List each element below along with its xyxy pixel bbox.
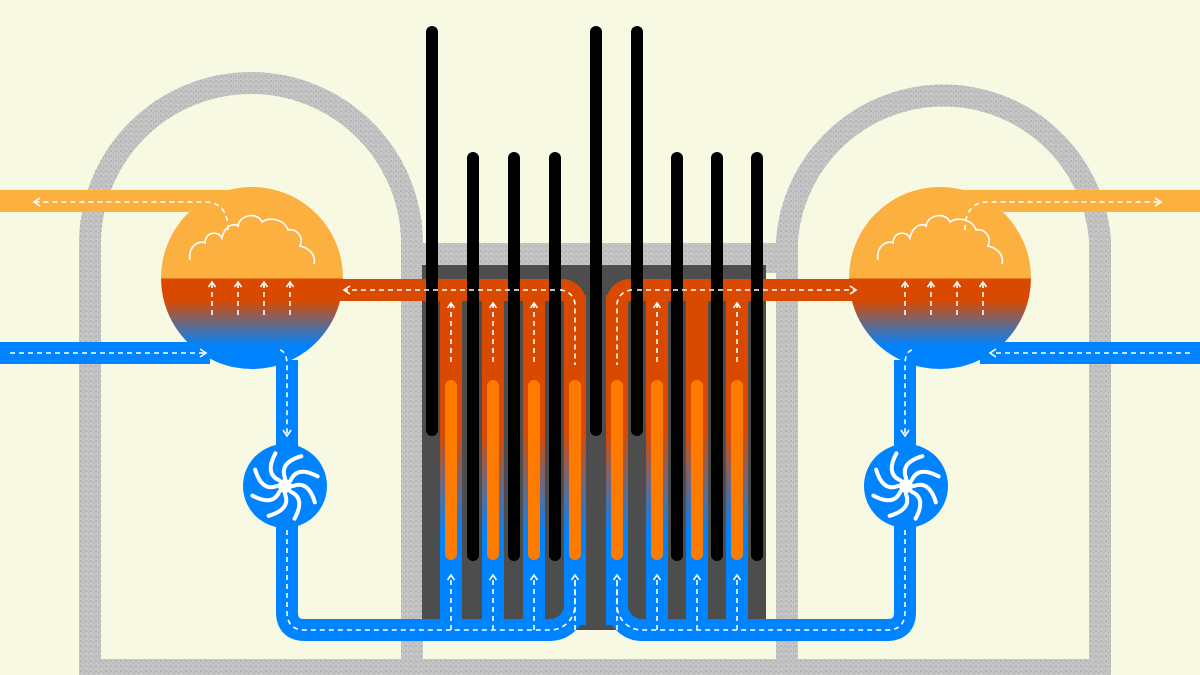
impeller-blade (281, 454, 304, 480)
impeller-blade (291, 482, 317, 505)
arrow-head (900, 280, 910, 288)
arrow-head (529, 301, 539, 309)
impeller-blade (253, 467, 279, 490)
arrow-head (488, 573, 498, 581)
arrow-head (529, 573, 539, 581)
impeller-blade (250, 489, 282, 503)
left-steam-pipe (0, 190, 240, 212)
fuel-rod (651, 380, 663, 560)
left-containment-arch (79, 72, 423, 675)
arrow-head (233, 280, 243, 288)
arrow-head (446, 573, 456, 581)
arrow-head (692, 573, 702, 581)
left-steam-generator (161, 187, 343, 369)
impeller-blade (288, 469, 320, 483)
fuel-rod (611, 380, 623, 560)
flow-arrows (32, 197, 1163, 630)
steam-cloud-icon (877, 214, 1004, 265)
impeller-blade (889, 451, 903, 483)
arrow-head (342, 285, 351, 295)
impeller-blade (871, 489, 903, 503)
arrow-head (446, 301, 456, 309)
arrow-head (652, 573, 662, 581)
arrow-head (926, 280, 936, 288)
arrow-head (488, 301, 498, 309)
fuel-rod (691, 380, 703, 560)
impeller-blade (874, 467, 900, 490)
arrow-head (952, 280, 962, 288)
steam-cloud-icon (189, 214, 316, 265)
impeller-blade (266, 492, 289, 518)
flow-arrow-icon (616, 530, 906, 631)
arrow-head (570, 573, 580, 581)
impeller-hub (899, 479, 913, 493)
flow-arrow-icon (279, 349, 288, 435)
fuel-rod (487, 380, 499, 560)
arrow-head (612, 573, 622, 581)
arrow-head (207, 280, 217, 288)
impeller-blade (268, 451, 282, 483)
right-steam-pipe (960, 190, 1200, 212)
fuel-rod (445, 380, 457, 560)
control-rods (426, 26, 763, 561)
fuel-rod (569, 380, 581, 560)
arrow-head (978, 280, 988, 288)
impeller-blade (902, 454, 925, 480)
arrow-head (732, 301, 742, 309)
flow-arrow-icon (904, 349, 913, 435)
arrow-head (1154, 197, 1163, 207)
flow-arrow-icon (286, 530, 576, 631)
impeller-blade (288, 489, 302, 521)
arrow-head (32, 197, 41, 207)
arrow-head (259, 280, 269, 288)
fuel-rod (528, 380, 540, 560)
arrow-head (988, 348, 997, 358)
arrow-head (199, 348, 208, 358)
pump-impeller-icon (243, 444, 327, 528)
impeller-blade (912, 482, 938, 505)
impeller-blade (887, 492, 910, 518)
fuel-rods (445, 380, 743, 560)
coolant-pumps (243, 444, 948, 528)
fuel-rod (731, 380, 743, 560)
flow-lines (10, 201, 1190, 631)
impeller-blade (909, 489, 923, 521)
arrow-head (900, 429, 910, 438)
arrow-head (285, 280, 295, 288)
flow-arrow-icon (616, 289, 633, 365)
arrow-head (652, 301, 662, 309)
pump-impeller-icon (864, 444, 948, 528)
right-steam-generator (849, 187, 1031, 369)
impeller-hub (278, 479, 292, 493)
arrow-head (282, 429, 292, 438)
arrow-head (732, 573, 742, 581)
flow-arrow-icon (559, 289, 576, 365)
arrow-head (849, 285, 858, 295)
impeller-blade (909, 469, 941, 483)
right-containment-arch (776, 84, 1111, 675)
left-hot-leg (330, 279, 586, 330)
containment-structure (79, 72, 1111, 675)
